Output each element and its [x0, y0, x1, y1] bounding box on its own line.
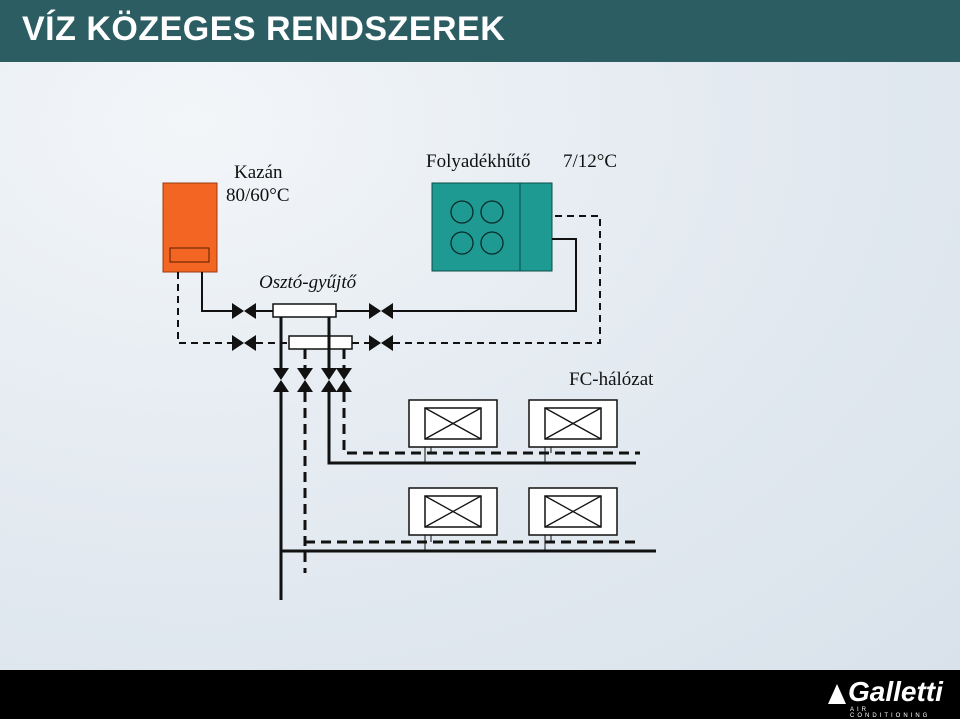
hydraulic-diagram: Kazán 80/60°C Folyadékhűtő 7/12°C Osztó-… [162, 151, 656, 600]
risers-dashed [303, 349, 640, 573]
supply-pipes [201, 238, 577, 312]
boiler-unit [162, 182, 218, 273]
boiler-temp-label: 80/60°C [226, 185, 290, 206]
brand-tagline: AIR CONDITIONING [850, 707, 931, 719]
chiller-temp-label: 7/12°C [563, 151, 617, 172]
slide-title: VÍZ KÖZEGES RENDSZEREK [22, 10, 506, 48]
manifold-label: Osztó-gyűjtő [259, 272, 358, 293]
fc-unit-2 [528, 399, 618, 463]
footer-bar: Galletti AIR CONDITIONING [0, 670, 960, 719]
brand-name: Galletti [848, 676, 943, 707]
return-manifold [288, 335, 353, 350]
boiler-panel [169, 247, 210, 263]
return-pipes [177, 215, 601, 344]
chiller-fans [450, 200, 504, 255]
galletti-logo: Galletti AIR CONDITIONING [826, 676, 946, 719]
boiler-label: Kazán [234, 162, 283, 183]
chiller-unit [431, 182, 553, 272]
supply-manifold [272, 303, 337, 318]
title-bar: VÍZ KÖZEGES RENDSZEREK [0, 0, 960, 62]
fc-network-label: FC-hálózat [569, 369, 654, 390]
fc-unit-4 [528, 487, 618, 551]
risers-solid [279, 317, 656, 600]
fc-unit-1 [408, 399, 498, 463]
logo-mark-icon [828, 684, 846, 704]
valves [232, 303, 393, 392]
chiller-label: Folyadékhűtő [426, 151, 531, 172]
fc-unit-3 [408, 487, 498, 551]
map-background [0, 62, 960, 670]
